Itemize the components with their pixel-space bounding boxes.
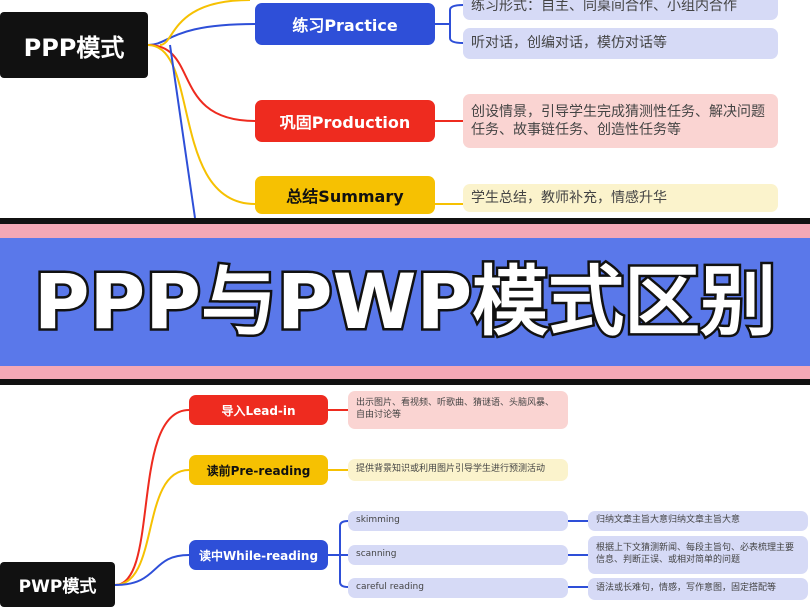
scanning-detail: 根据上下文猜测新闻、每段主旨句、必表梳理主要信息、判断正误、或相对简单的问题 xyxy=(588,536,808,574)
node-lead-in[interactable]: 导入Lead-in xyxy=(189,395,328,425)
banner-title: PPP与PWP模式区别 xyxy=(31,257,778,346)
node-pre-reading[interactable]: 读前Pre-reading xyxy=(189,455,328,485)
node-while-reading[interactable]: 读中While-reading xyxy=(189,540,328,570)
lead-in-detail: 出示图片、看视频、听歌曲、猜谜语、头脑风暴、自由讨论等 xyxy=(348,391,568,429)
sub-scanning[interactable]: scanning xyxy=(348,545,568,565)
careful-reading-detail: 语法或长难句，情感，写作意图，固定搭配等 xyxy=(588,578,808,600)
title-banner: PPP与PWP模式区别 xyxy=(0,218,810,385)
node-production[interactable]: 巩固Production xyxy=(255,100,435,142)
production-detail: 创设情景，引导学生完成猜测性任务、解决问题任务、故事链任务、创造性任务等 xyxy=(463,94,778,148)
sub-skimming[interactable]: skimming xyxy=(348,511,568,531)
pwp-root-node: PWP模式 xyxy=(0,562,115,607)
pre-reading-detail: 提供背景知识或利用图片引导学生进行预测活动 xyxy=(348,459,568,481)
skimming-detail: 归纳文章主旨大意归纳文章主旨大意 xyxy=(588,511,808,531)
summary-detail: 学生总结，教师补充，情感升华 xyxy=(463,184,778,212)
practice-detail-1: 练习形式：自主、同桌间合作、小组内合作 xyxy=(463,0,778,20)
node-practice[interactable]: 练习Practice xyxy=(255,3,435,45)
node-summary[interactable]: 总结Summary xyxy=(255,176,435,214)
sub-careful-reading[interactable]: careful reading xyxy=(348,578,568,598)
practice-detail-2: 听对话，创编对话，模仿对话等 xyxy=(463,28,778,59)
ppp-root-node: PPP模式 xyxy=(0,12,148,78)
